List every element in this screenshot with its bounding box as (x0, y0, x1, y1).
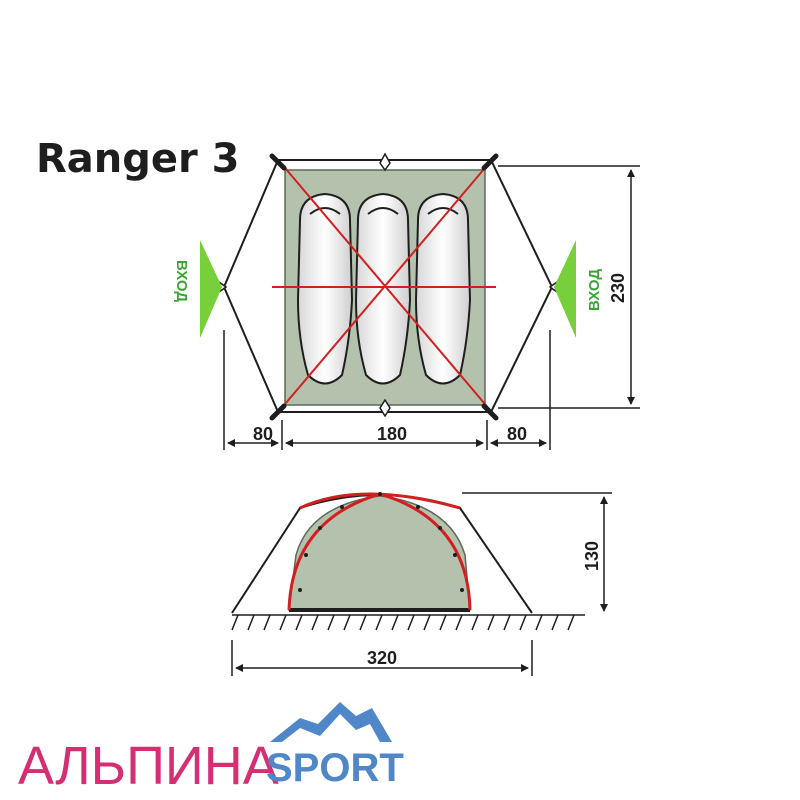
length-dimension (498, 165, 640, 409)
brand-logo: АЛЬПИНА SPORT (18, 702, 404, 796)
sleeping-bag-icon (414, 192, 472, 385)
dimension-total-length: 320 (367, 648, 397, 668)
entrance-right-icon (554, 240, 576, 338)
dimension-vestibule-left: 80 (253, 424, 273, 444)
brand-suffix: SPORT (266, 746, 404, 790)
height-dimension (462, 492, 612, 612)
total-length-dimension (231, 640, 533, 676)
dimension-length: 230 (608, 273, 628, 303)
dimension-vestibule-right: 80 (507, 424, 527, 444)
entrance-left-icon (200, 240, 222, 338)
side-view: 130 320 (231, 492, 612, 676)
mountain-icon (270, 702, 392, 742)
corner-stakes (269, 153, 499, 421)
dimension-height: 130 (582, 541, 602, 571)
entrance-left-label: ВХОД (173, 260, 190, 302)
sleeping-bags (296, 192, 472, 385)
inner-tent-side (288, 495, 471, 611)
page-title: Ranger 3 (36, 136, 240, 182)
dimension-inner-width: 180 (377, 424, 407, 444)
top-view: ВХОД ВХОД 80 180 80 230 (173, 152, 640, 450)
pole-clips (298, 492, 464, 592)
poles (272, 161, 496, 411)
sleeping-bag-icon (296, 192, 354, 385)
brand-name: АЛЬПИНА (18, 736, 279, 796)
width-dimensions (223, 330, 551, 450)
ground-line (231, 614, 585, 631)
entrance-right-label: ВХОД (586, 269, 603, 311)
